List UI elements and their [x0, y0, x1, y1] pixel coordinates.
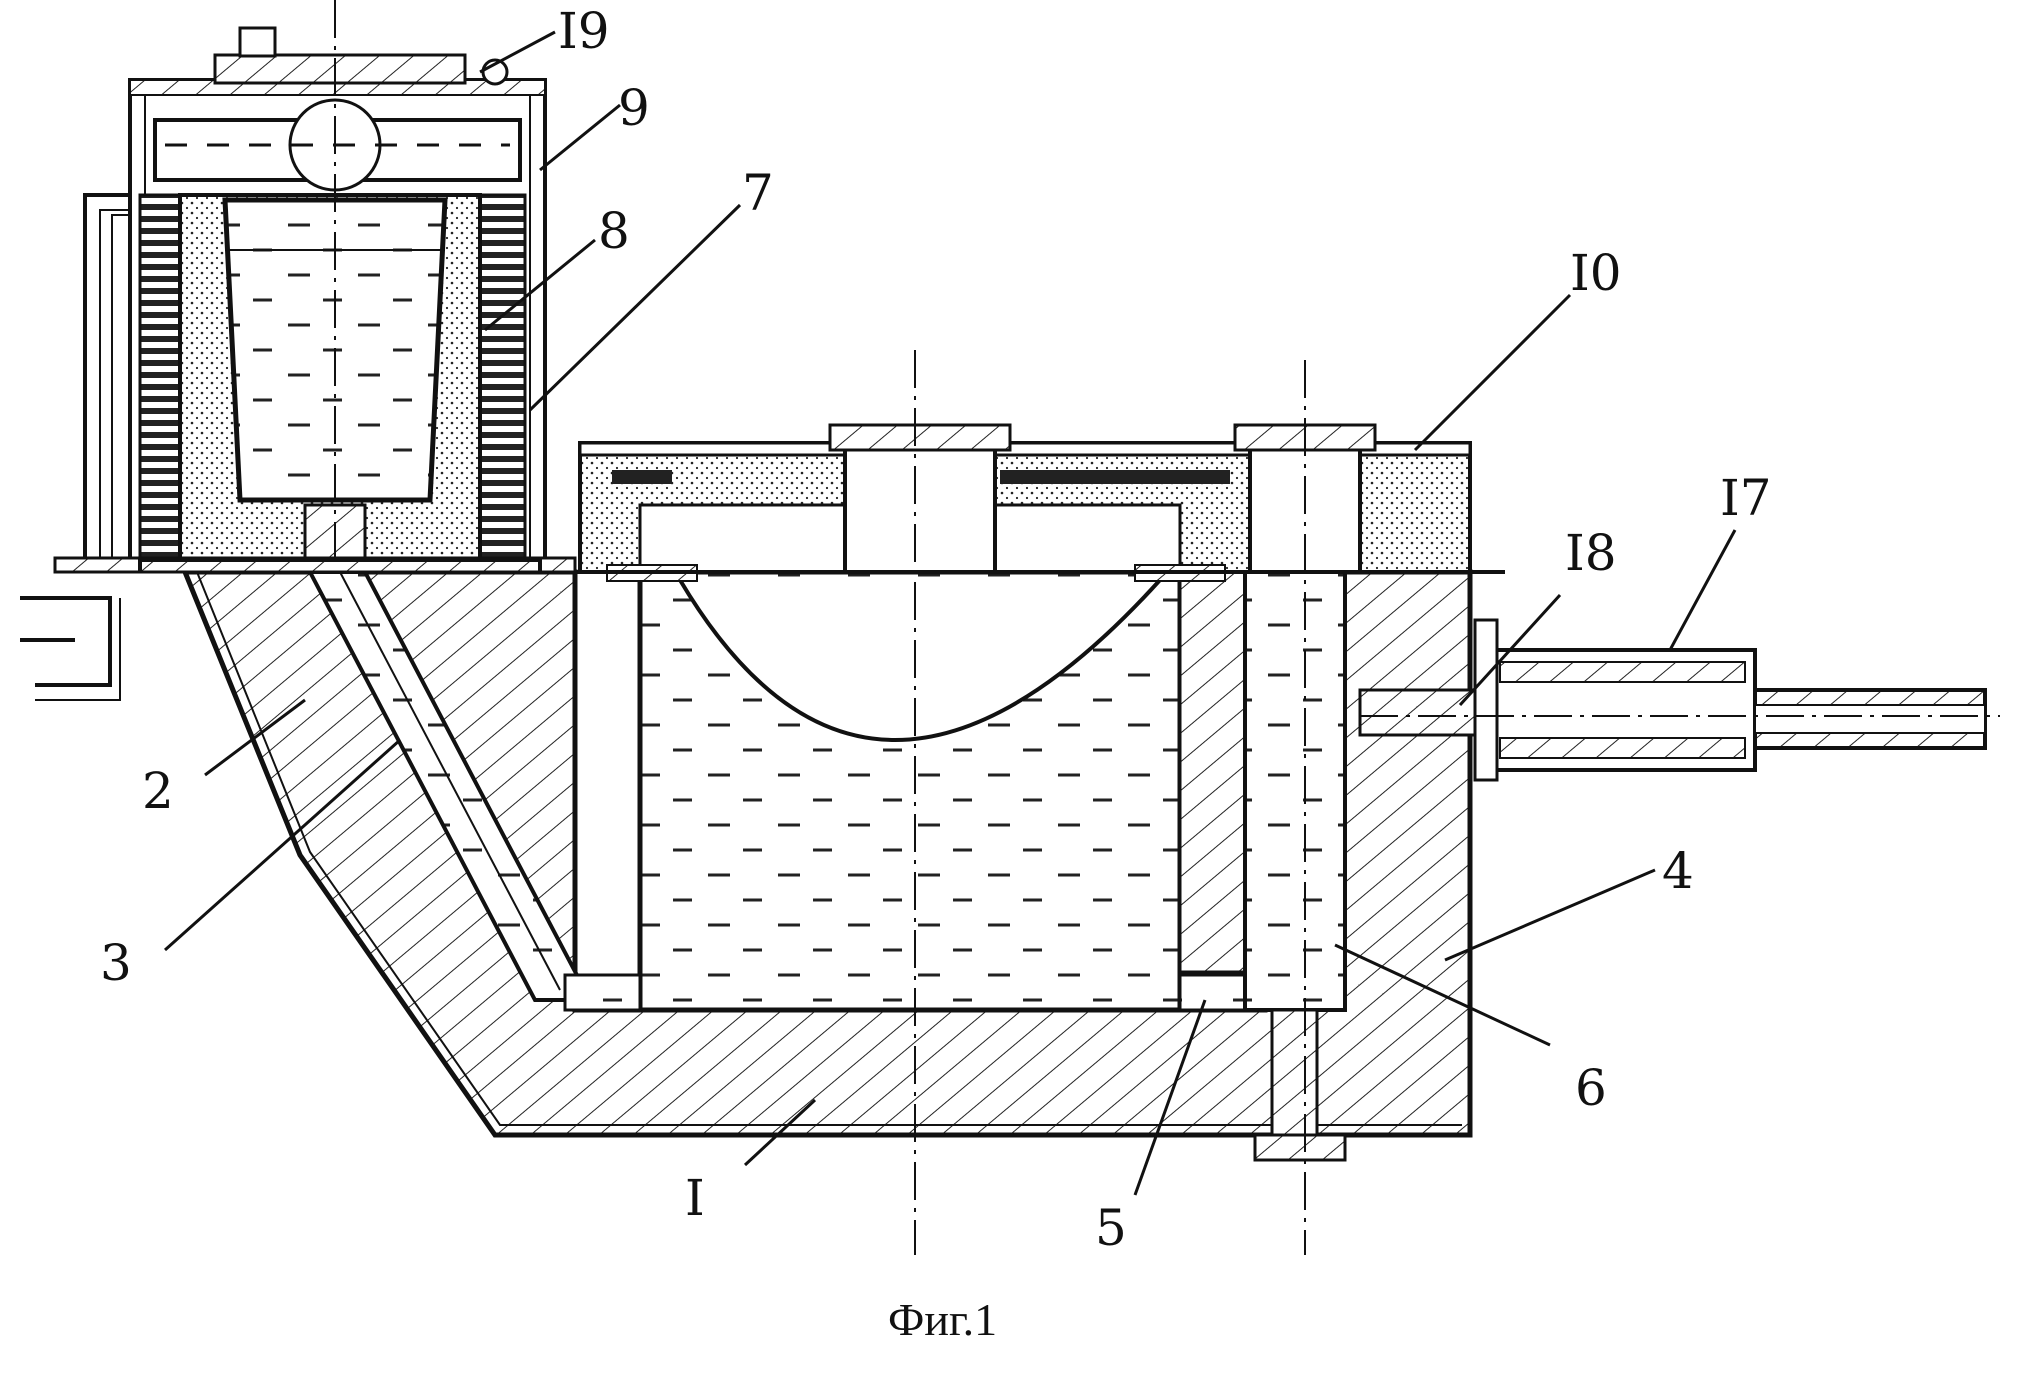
figure-caption: Фиг.1 [888, 1294, 997, 1345]
central-bath [565, 572, 1245, 1010]
label-8: 8 [598, 202, 630, 260]
label-9: 9 [618, 79, 650, 137]
label-5: 5 [1095, 1199, 1127, 1257]
label-19: I9 [558, 2, 610, 60]
label-7: 7 [742, 164, 774, 222]
bath-cover [570, 425, 1505, 581]
label-18: I8 [1565, 524, 1617, 582]
label-10: I0 [1570, 244, 1622, 302]
label-17: I7 [1720, 469, 1772, 527]
label-2: 2 [142, 762, 174, 820]
label-4: 4 [1662, 842, 1694, 900]
label-1: I [685, 1169, 705, 1227]
label-6: 6 [1575, 1059, 1607, 1117]
label-3: 3 [100, 934, 132, 992]
